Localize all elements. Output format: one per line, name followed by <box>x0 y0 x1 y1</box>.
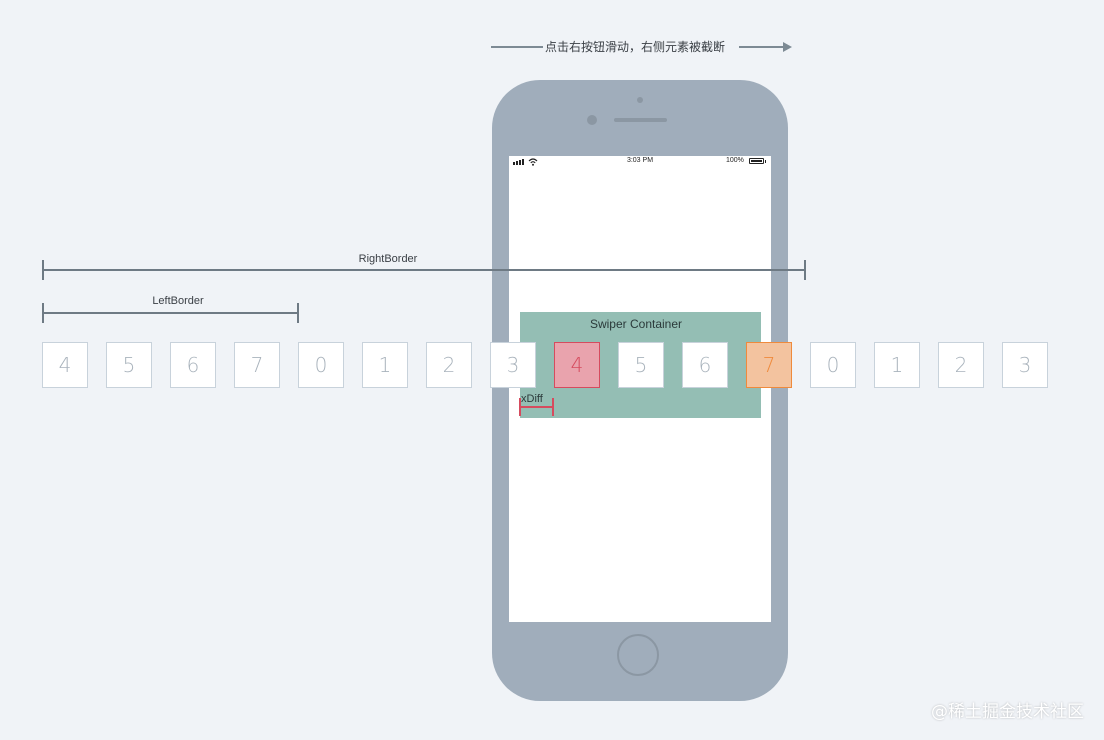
phone-front-camera-dot <box>637 97 643 103</box>
left-border-tick-left <box>42 303 44 323</box>
slide-box: 0 <box>810 342 856 388</box>
slide-box: 6 <box>682 342 728 388</box>
slide-box: 3 <box>1002 342 1048 388</box>
caption-text: 点击右按钮滑动，右侧元素被截断 <box>545 40 726 54</box>
battery-tip <box>765 160 766 163</box>
xdiff-label: xDiff <box>521 393 543 405</box>
right-border-label: RightBorder <box>358 253 418 265</box>
left-border-line <box>42 312 299 314</box>
right-border-tick-right <box>804 260 806 280</box>
slide-box: 2 <box>426 342 472 388</box>
slide-box: 6 <box>170 342 216 388</box>
left-border-tick-right <box>297 303 299 323</box>
swiper-container-label: Swiper Container <box>589 317 683 331</box>
phone-camera-icon <box>587 115 597 125</box>
signal-bar-icon <box>513 162 515 165</box>
battery-icon <box>749 158 764 164</box>
xdiff-tick-right <box>552 398 554 416</box>
caption-arrow-right-icon <box>783 42 792 52</box>
slide-box: 5 <box>106 342 152 388</box>
status-battery-percent: 100% <box>726 157 744 164</box>
status-time: 3:03 PM <box>626 157 654 164</box>
slide-box: 7 <box>234 342 280 388</box>
phone-speaker <box>614 118 667 122</box>
signal-bar-icon <box>522 159 524 165</box>
slide-box: 0 <box>298 342 344 388</box>
signal-bar-icon <box>519 160 521 165</box>
wifi-icon <box>528 158 538 166</box>
right-border-tick-left <box>42 260 44 280</box>
slide-box: 1 <box>362 342 408 388</box>
caption-arrow-right-line <box>739 46 785 48</box>
slide-box: 2 <box>938 342 984 388</box>
slide-box: 7 <box>746 342 792 388</box>
slide-box: 4 <box>42 342 88 388</box>
watermark: @稀土掘金技术社区 <box>931 702 1084 722</box>
slide-box: 3 <box>490 342 536 388</box>
left-border-label: LeftBorder <box>152 295 204 307</box>
slide-box: 4 <box>554 342 600 388</box>
caption-arrow-left-line <box>491 46 543 48</box>
xdiff-line <box>520 406 554 408</box>
signal-bar-icon <box>516 161 518 165</box>
slide-box: 1 <box>874 342 920 388</box>
phone-home-button[interactable] <box>617 634 659 676</box>
right-border-line <box>42 269 806 271</box>
slide-box: 5 <box>618 342 664 388</box>
